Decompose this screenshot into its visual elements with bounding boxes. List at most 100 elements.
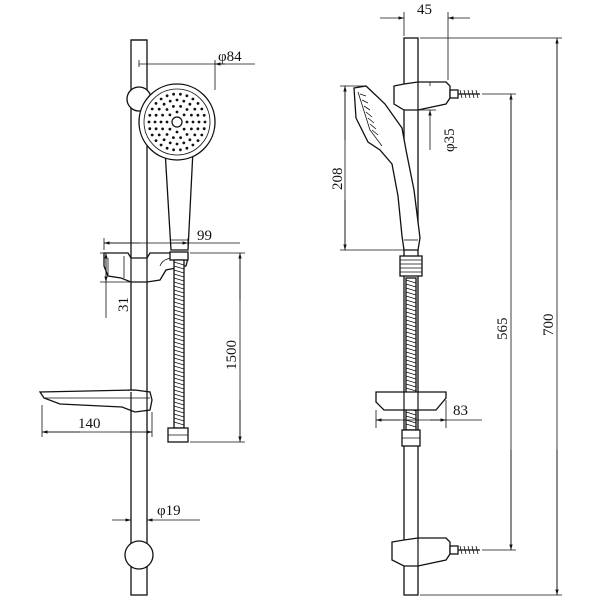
hose-rib — [173, 293, 185, 298]
hose-rib — [405, 363, 417, 368]
spray-nozzle — [175, 110, 179, 114]
spray-nozzle — [193, 133, 197, 137]
hose-rib — [405, 419, 417, 424]
front-shower-holder — [103, 252, 189, 283]
hose-rib — [173, 369, 185, 374]
spray-nozzle — [182, 113, 186, 117]
hose-rib — [173, 297, 185, 302]
dim-holder-offset-label: 99 — [197, 228, 212, 244]
front-shower-hose — [167, 251, 189, 443]
spray-nozzle — [203, 120, 207, 124]
spray-nozzle — [165, 94, 169, 98]
hose-rib — [405, 347, 417, 352]
hose-rib — [405, 323, 417, 328]
side-view: 45 φ35 208 83 — [330, 2, 562, 596]
spray-nozzle — [179, 92, 182, 96]
hose-rib — [173, 285, 185, 290]
spray-nozzle — [150, 107, 154, 111]
hose-rib — [405, 359, 417, 364]
hose-rib — [405, 375, 417, 380]
dim-bracket-depth-label: 45 — [417, 2, 432, 18]
dim-soapdish-width-label: 140 — [78, 416, 101, 432]
dim-rail-diameter-side-label: φ35 — [442, 128, 458, 152]
hose-rib — [173, 381, 185, 386]
front-soap-dish — [38, 389, 153, 413]
spray-nozzle — [172, 148, 176, 152]
spray-nozzle — [185, 108, 189, 111]
top-screw — [458, 89, 480, 99]
spray-nozzle — [165, 108, 169, 111]
spray-nozzle — [190, 127, 193, 131]
dim-rail-diameter-side: φ35 — [418, 82, 458, 152]
hose-rib — [173, 409, 185, 414]
side-shower-head — [353, 85, 421, 251]
dim-rail-diameter-front: φ19 — [112, 503, 200, 528]
spray-nozzle — [200, 133, 204, 137]
hose-rib — [173, 333, 185, 338]
hose-rib — [405, 387, 417, 392]
spray-nozzle — [157, 107, 161, 111]
hose-rib — [173, 417, 185, 422]
spray-nozzle — [162, 138, 166, 142]
dim-hose-length: 1500 — [190, 252, 245, 443]
spray-nozzle — [168, 99, 172, 103]
hose-rib — [173, 317, 185, 322]
hose-rib — [405, 279, 417, 284]
hose-rib — [173, 265, 185, 270]
spray-nozzle — [193, 107, 197, 111]
hose-rib — [405, 423, 417, 428]
spray-nozzle — [182, 99, 186, 103]
hose-rib — [173, 357, 185, 362]
spray-nozzle — [165, 120, 169, 124]
hose-rib — [405, 383, 417, 388]
spray-nozzle — [148, 113, 152, 117]
hose-rib — [173, 325, 185, 330]
dim-soapdish-depth: 83 — [375, 400, 482, 428]
hose-rib — [173, 377, 185, 382]
spray-nozzle — [182, 127, 186, 131]
spray-nozzle — [179, 105, 183, 108]
front-shower-head — [138, 83, 216, 251]
spray-nozzle — [172, 105, 175, 108]
spray-nozzle — [188, 138, 192, 142]
side-shower-holder — [399, 255, 423, 277]
hose-rib — [405, 379, 417, 384]
spray-nozzle — [175, 98, 179, 102]
dim-bracket-spacing: 565 — [482, 93, 516, 551]
side-shower-hose — [401, 277, 421, 447]
hose-rib — [173, 365, 185, 370]
spray-nozzle — [200, 107, 204, 111]
spray-nozzle — [179, 136, 183, 140]
hose-rib — [405, 343, 417, 348]
spray-nozzle — [185, 146, 189, 150]
spray-nozzle — [165, 146, 169, 150]
hose-rib — [173, 349, 185, 354]
spray-nozzle — [168, 141, 172, 145]
spray-nozzle — [196, 139, 200, 143]
hose-rib — [173, 277, 185, 282]
front-slide-rail — [130, 39, 148, 596]
spray-nozzle — [165, 133, 169, 136]
dim-total-height: 700 — [420, 37, 562, 596]
hose-rib — [173, 345, 185, 350]
hose-rib — [405, 303, 417, 308]
spray-nozzle — [175, 142, 179, 146]
side-top-bracket — [393, 81, 480, 111]
spray-nozzle — [159, 97, 163, 101]
spray-nozzle — [185, 94, 189, 98]
dim-holder-height-label: 31 — [116, 297, 132, 312]
hose-rib — [173, 421, 185, 426]
hose-rib — [405, 287, 417, 292]
spray-nozzle — [172, 92, 176, 96]
hose-rib — [173, 361, 185, 366]
dim-head-length-label: 208 — [330, 168, 346, 191]
hose-rib — [173, 301, 185, 306]
dim-head-diameter-label: φ84 — [218, 49, 242, 65]
hose-rib — [173, 305, 185, 310]
spray-nozzle — [172, 136, 175, 140]
hose-rib — [173, 413, 185, 418]
hose-rib — [405, 299, 417, 304]
spray-nozzle — [154, 139, 158, 143]
hose-rib — [405, 315, 417, 320]
